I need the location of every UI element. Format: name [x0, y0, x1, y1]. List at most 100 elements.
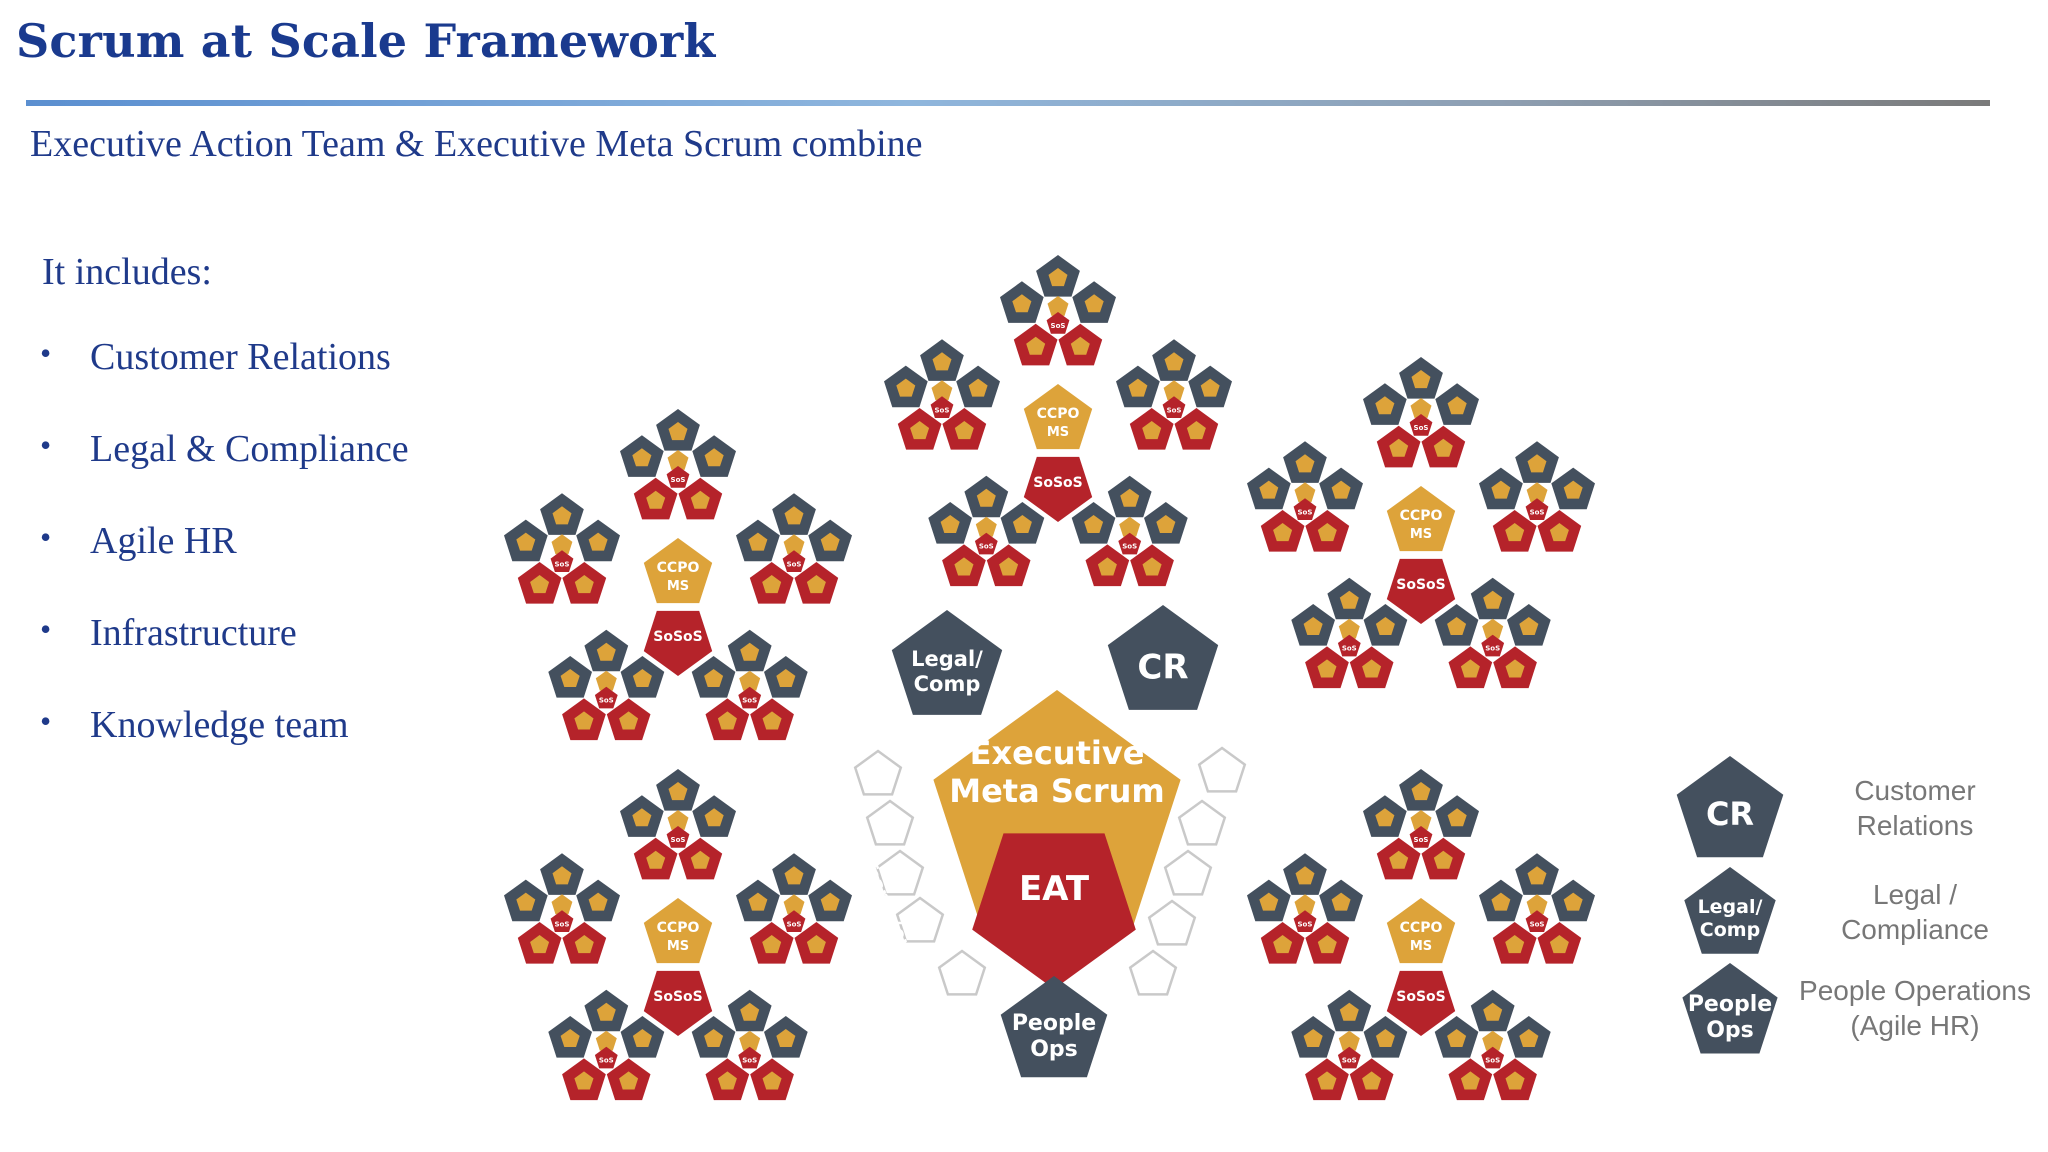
- team-sos-label: SoS: [671, 836, 686, 844]
- sosos-pentagon: [1386, 558, 1456, 624]
- team-member-center: [632, 448, 652, 467]
- team-po-pentagon: [667, 450, 689, 470]
- team-member-center: [1070, 336, 1090, 355]
- team-sos-pentagon: [1293, 498, 1317, 520]
- team-member-center: [740, 1002, 760, 1021]
- team-member-center: [574, 711, 594, 730]
- team-po-pentagon: [1482, 618, 1504, 639]
- sosos-label: SoSoS: [1396, 989, 1446, 1005]
- scrum-team: SoS: [1363, 357, 1479, 468]
- team-member-center: [1549, 935, 1569, 954]
- customer-relations-pentagon: [1107, 605, 1219, 710]
- team-member-center: [552, 866, 572, 885]
- team-member-center: [690, 490, 710, 509]
- team-member-center: [1273, 935, 1293, 954]
- team-member-center: [690, 850, 710, 869]
- team-po-pentagon: [1047, 296, 1069, 316]
- legal-comp-pentagon: [891, 610, 1003, 715]
- team-member-center: [1142, 557, 1162, 576]
- team-member-center: [1460, 1071, 1480, 1090]
- team-po-pentagon: [931, 380, 953, 401]
- team-member-center: [1200, 378, 1220, 397]
- team-sos-pentagon: [594, 1046, 618, 1069]
- legal-comp-label: Legal/: [911, 647, 983, 671]
- team-member-center: [1389, 850, 1409, 869]
- team-member-center: [1295, 454, 1315, 473]
- team-member-center: [762, 1071, 782, 1090]
- team-po-pentagon: [1163, 380, 1185, 401]
- list-item-label: Legal & Compliance: [90, 428, 409, 470]
- team-member-center: [516, 532, 536, 551]
- team-sos-label: SoS: [1342, 1057, 1357, 1065]
- team-member-center: [1331, 892, 1351, 911]
- legend-text: (Agile HR): [1850, 1010, 1979, 1041]
- team-sos-label: SoS: [1414, 836, 1429, 844]
- team-member-center: [1447, 1029, 1467, 1047]
- team-sos-pentagon: [782, 550, 806, 572]
- sosos-label: SoSoS: [1033, 475, 1083, 491]
- infrastructure-team-outline: [1147, 899, 1197, 946]
- team-sos-label: SoS: [671, 476, 686, 484]
- ccpo-label: CCPO: [657, 920, 700, 936]
- team-member-center: [1505, 523, 1525, 542]
- team-member-center: [646, 850, 666, 869]
- team-member-center: [646, 490, 666, 509]
- team-member-center: [1433, 850, 1453, 869]
- team-sos-pentagon: [1525, 910, 1549, 932]
- team-member-center: [619, 711, 639, 730]
- team-sos-pentagon: [666, 826, 690, 848]
- team-member-center: [762, 575, 782, 594]
- team-sos-label: SoS: [935, 406, 950, 414]
- infrastructure-team-outline: [1197, 746, 1247, 793]
- team-member-center: [1505, 1071, 1525, 1090]
- team-sos-pentagon: [782, 910, 806, 932]
- ccpo-label: CCPO: [1400, 508, 1443, 524]
- team-member-center: [1375, 617, 1395, 635]
- scrum-team: SoS: [1479, 853, 1595, 964]
- team-member-center: [1339, 1002, 1359, 1021]
- team-member-center: [932, 352, 952, 371]
- bullet-icon: •: [40, 519, 52, 555]
- team-po-pentagon: [551, 894, 573, 915]
- team-member-center: [588, 532, 608, 551]
- knowledge-team-outline: [895, 896, 945, 943]
- team-member-center: [784, 866, 804, 885]
- team-member-center: [784, 506, 804, 525]
- team-member-center: [1389, 438, 1409, 457]
- team-sos-pentagon: [1337, 1046, 1361, 1069]
- team-member-center: [1527, 866, 1547, 885]
- team-sos-label: SoS: [1298, 920, 1313, 928]
- team-member-center: [762, 711, 782, 730]
- scrum-team: SoS: [504, 493, 620, 604]
- page-subtitle: Executive Action Team & Executive Meta S…: [30, 123, 923, 165]
- scrum-team: SoS: [1000, 255, 1116, 366]
- legend-text: Compliance: [1841, 914, 1989, 945]
- team-member-center: [574, 935, 594, 954]
- team-sos-pentagon: [550, 550, 574, 572]
- team-member-center: [1483, 1002, 1503, 1021]
- ccpo-label: CCPO: [1037, 406, 1080, 422]
- team-member-center: [999, 557, 1019, 576]
- legend-icon-label: CR: [1706, 795, 1754, 833]
- team-member-center: [704, 808, 724, 827]
- scrum-team: SoS: [504, 853, 620, 964]
- team-member-center: [1026, 336, 1046, 355]
- bullet-icon: •: [40, 335, 52, 371]
- legend-icon-label: Comp: [1700, 919, 1760, 941]
- eat-pentagon: [972, 833, 1136, 989]
- team-member-center: [1549, 523, 1569, 542]
- team-member-center: [704, 448, 724, 467]
- team-po-pentagon: [1294, 894, 1316, 915]
- team-po-pentagon: [551, 534, 573, 555]
- team-member-center: [596, 642, 616, 661]
- team-member-center: [632, 808, 652, 827]
- team-member-center: [976, 488, 996, 507]
- sosos-label: SoSoS: [653, 989, 703, 1005]
- legend-icon-label: People: [1688, 992, 1772, 1017]
- scrum-team: SoS: [620, 409, 736, 520]
